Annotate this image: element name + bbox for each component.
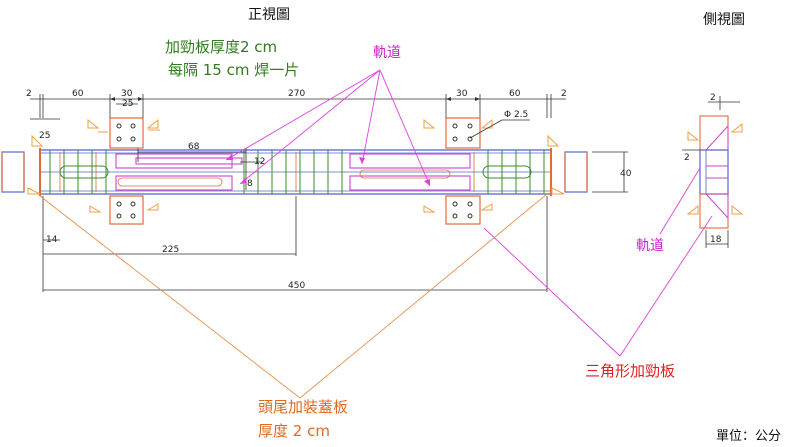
- weld-symbols: [27, 118, 565, 213]
- front-view-title: 正視圖: [248, 7, 290, 23]
- rail-label-front: 軌道: [373, 45, 401, 61]
- bolt-plate-top-left: [109, 117, 144, 149]
- slot-right: [482, 165, 532, 179]
- dim-side-2-top: 2: [710, 93, 716, 103]
- triangle-note: 三角形加勁板: [585, 362, 675, 380]
- dim-68: 68: [188, 142, 200, 152]
- dim-right-40: 40: [620, 169, 632, 179]
- bolt-plate-top-right: [445, 117, 481, 149]
- main-beam: [39, 148, 552, 196]
- dim-top-60-right: 60: [509, 89, 521, 99]
- rail-label-side: 軌道: [636, 238, 664, 254]
- dim-top-30-right: 30: [456, 89, 468, 99]
- dim-top-60-left: 60: [72, 89, 84, 99]
- dim-450: 450: [288, 281, 305, 291]
- triangle-leaders: [483, 215, 713, 357]
- left-end-box: [1, 151, 25, 193]
- dim-225: 225: [162, 245, 179, 255]
- dim-14: 14: [46, 235, 58, 245]
- bolt-plate-bottom-right: [445, 195, 481, 225]
- slot-left: [59, 165, 109, 179]
- cap-plate-leaders: [39, 193, 548, 399]
- cap-note-line2: 厚度 2 cm: [258, 422, 330, 440]
- bolt-plate-bottom-left: [109, 195, 144, 225]
- rail-left: [115, 153, 243, 191]
- dim-12: 12: [254, 157, 265, 167]
- rail-right: [349, 153, 471, 191]
- dim-left-25: 25: [39, 131, 50, 141]
- stiffener-note-line1: 加勁板厚度2 cm: [165, 38, 277, 56]
- dim-top-270: 270: [288, 89, 305, 99]
- right-end-box: [564, 151, 588, 193]
- top-dimension-chain: [30, 94, 566, 122]
- dim-8: 8: [247, 179, 253, 189]
- side-view-title: 側視圖: [703, 12, 745, 28]
- dim-side-2-mid: 2: [684, 153, 690, 163]
- dim-top-25: 25: [122, 99, 133, 109]
- dim-top-30-left: 30: [121, 89, 133, 99]
- stiffener-note-line2: 每隔 15 cm 焊一片: [168, 61, 299, 79]
- rail-leaders-front: [225, 69, 431, 187]
- dim-phi: Φ 2.5: [504, 110, 528, 120]
- cap-note-line1: 頭尾加裝蓋板: [258, 398, 348, 416]
- dim-top-right-2: 2: [561, 89, 567, 99]
- stiffener-plates: [49, 150, 545, 194]
- side-view: 2 2 18: [682, 93, 744, 248]
- unit-note: 單位：公分: [716, 429, 781, 444]
- dim-side-18: 18: [710, 235, 722, 245]
- dim-top-left-2: 2: [26, 89, 32, 99]
